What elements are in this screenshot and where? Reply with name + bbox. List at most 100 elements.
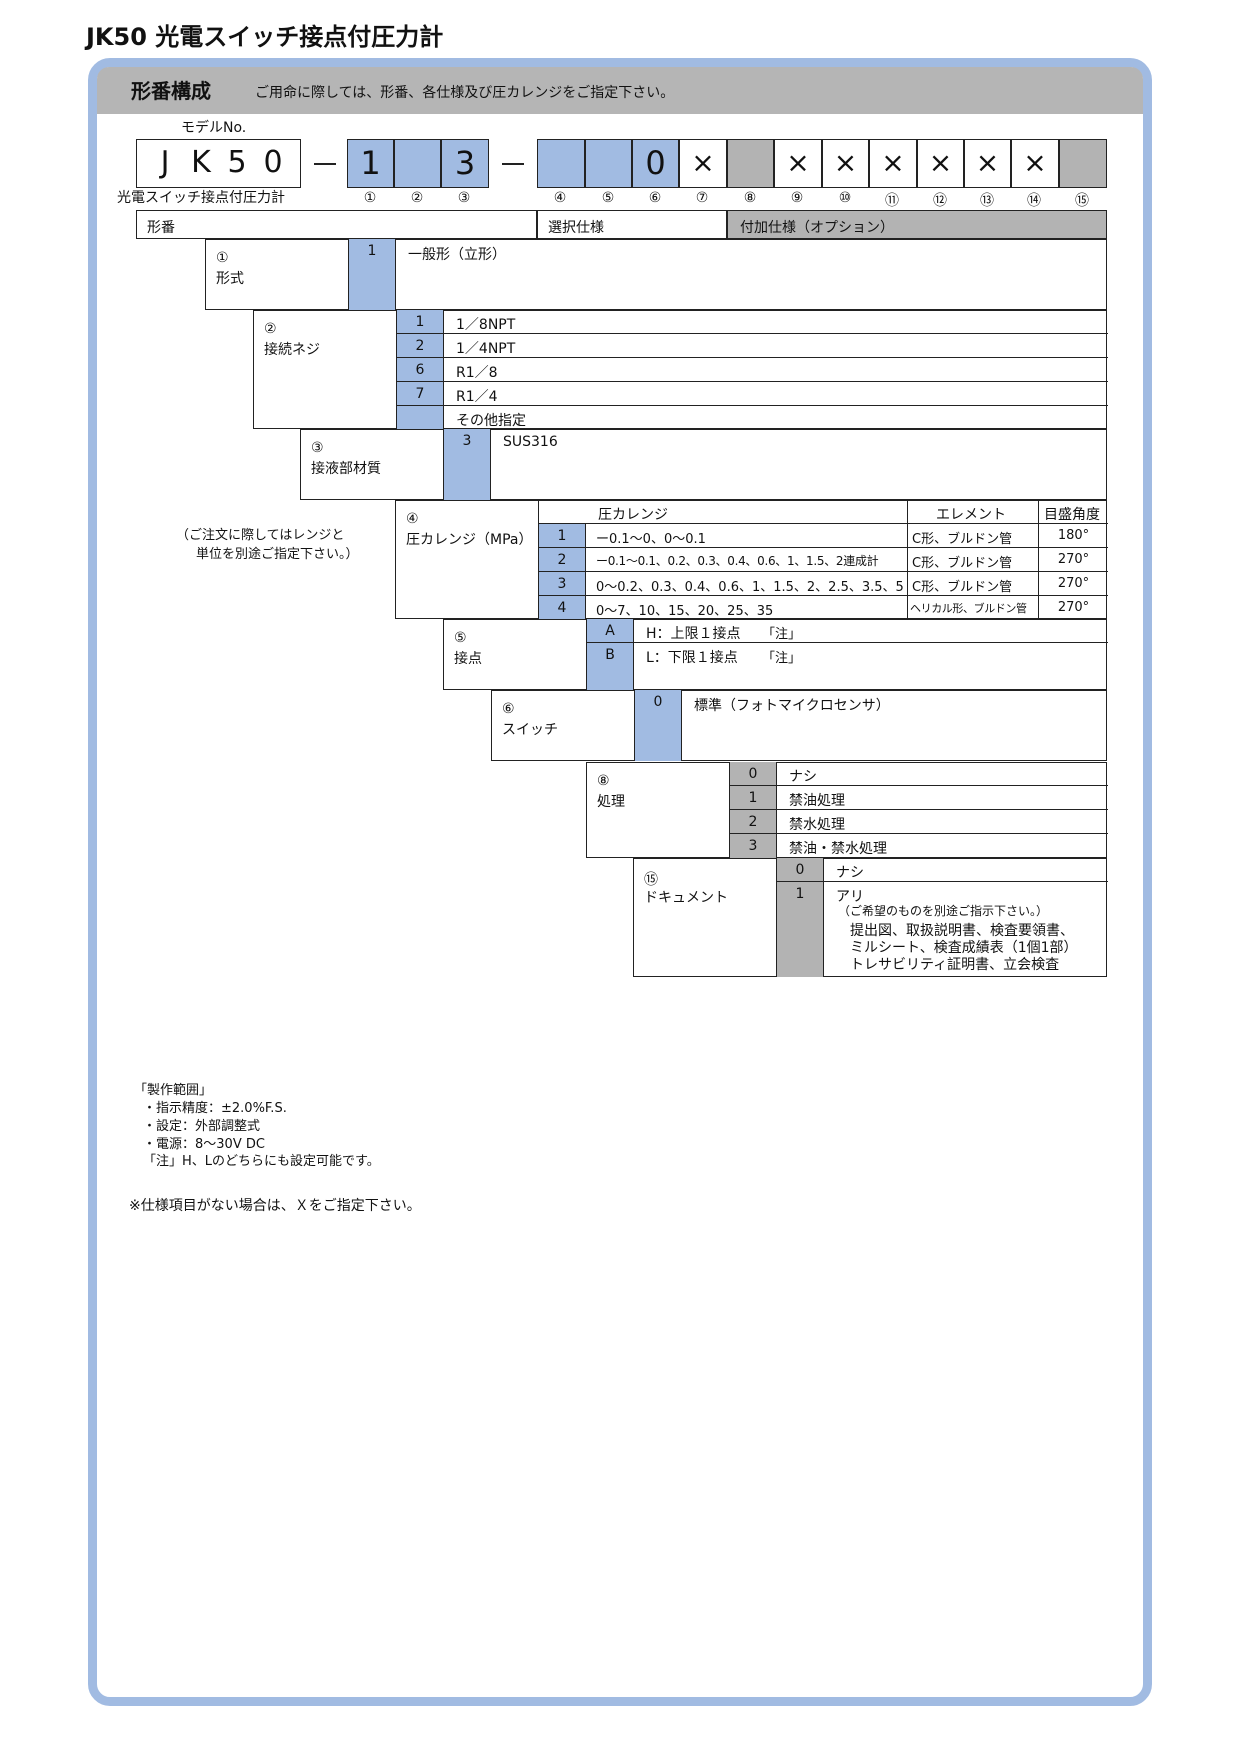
row-divider — [729, 809, 1108, 810]
option-text: 1／4NPT — [456, 341, 516, 357]
angle-text: 180° — [1057, 528, 1090, 543]
code-column — [396, 310, 444, 429]
footnote-chu: 「注」H、Lのどちらにも設定可能です。 — [143, 1154, 380, 1169]
row-divider — [538, 595, 1108, 596]
digit-box-1: 1 — [347, 139, 394, 188]
digit-box-9: × — [774, 139, 822, 188]
model-base-char: 0 — [263, 145, 283, 180]
angle-text: 270° — [1057, 600, 1090, 615]
position-number: ⑭ — [1027, 193, 1041, 209]
position-number: ⑨ — [790, 190, 804, 206]
section-1: ① 形式 1 一般形（立形） — [205, 239, 1107, 310]
option-code: 1 — [415, 314, 425, 330]
model-base-char: J — [160, 145, 170, 180]
option-code: 7 — [415, 386, 425, 402]
option-code: 2 — [557, 552, 567, 568]
footnote-x-note: ※仕様項目がない場合は、Ｘをご指定下さい。 — [129, 1198, 421, 1214]
group-kataban-label: 形番 — [147, 220, 175, 236]
position-number: ⑬ — [980, 193, 994, 209]
code-column: 1 — [348, 239, 396, 310]
position-number: ② — [410, 190, 424, 206]
option-text: 禁油処理 — [789, 793, 845, 809]
section-number: ① — [216, 250, 229, 266]
position-number: ⑪ — [885, 193, 899, 209]
option-text: ナシ — [789, 769, 817, 785]
position-number: ⑫ — [933, 193, 947, 209]
angle-text: 270° — [1057, 576, 1090, 591]
option-text: 禁水処理 — [789, 817, 845, 833]
model-base-box: J K 5 0 — [136, 139, 301, 188]
option-code: B — [605, 647, 615, 663]
option-code: 1 — [557, 528, 567, 544]
option-text: 一般形（立形） — [408, 247, 506, 263]
row-divider — [396, 405, 1108, 406]
section-4: ④ 圧カレンジ（MPa） 圧カレンジ エレメント 目盛角度 1 ー0.1～0、0… — [395, 500, 1108, 619]
range-text: 0～0.2、0.3、0.4、0.6、1、1.5、2、2.5、3.5、5 — [596, 580, 904, 595]
range-text: 0～7、10、15、20、25、35 — [596, 604, 774, 619]
element-text: ヘリカル形、ブルドン管 — [910, 602, 1027, 615]
section-number: ⑥ — [502, 701, 515, 717]
row-divider — [396, 333, 1108, 334]
option-text: H：上限１接点 — [646, 626, 741, 642]
option-code: 3 — [557, 576, 567, 592]
element-text: C形、ブルドン管 — [912, 532, 1013, 547]
position-number: ① — [363, 190, 377, 206]
footnote-item: ・設定：外部調整式 — [143, 1119, 261, 1134]
row-divider — [538, 571, 1108, 572]
digit-box-11: × — [869, 139, 917, 188]
option-text: ナシ — [836, 865, 864, 881]
document-note: （ご希望のものを別途ご指示下さい。） — [838, 904, 1049, 918]
section-name: 圧カレンジ（MPa） — [406, 532, 533, 548]
code-column: 0 — [634, 690, 682, 761]
digit-box-10: × — [822, 139, 869, 188]
row-divider — [396, 381, 1108, 382]
position-number: ⑤ — [601, 190, 615, 206]
row-divider — [776, 881, 1108, 882]
position-number: ④ — [553, 190, 567, 206]
row-divider — [729, 785, 1108, 786]
option-code: 2 — [748, 814, 758, 830]
option-note: 「注」 — [762, 627, 802, 642]
section-name: 処理 — [597, 794, 625, 810]
group-kataban: 形番 — [136, 210, 537, 239]
model-dash — [314, 163, 336, 165]
digit-box-15 — [1059, 139, 1107, 188]
option-code: 2 — [415, 338, 425, 354]
section-number: ③ — [311, 440, 324, 456]
model-base-char: 5 — [227, 145, 247, 180]
row-divider — [538, 523, 1108, 524]
content-frame — [88, 58, 1152, 1706]
group-selection: 選択仕様 — [537, 210, 727, 239]
group-selection-label: 選択仕様 — [548, 220, 604, 236]
range-text: ー0.1～0、0～0.1 — [596, 532, 706, 547]
option-code: 0 — [748, 766, 758, 782]
row-divider — [586, 642, 1108, 643]
digit-box-12: × — [917, 139, 964, 188]
digit-box-14: × — [1011, 139, 1059, 188]
section-name: スイッチ — [502, 722, 558, 738]
section-name: 接液部材質 — [311, 461, 381, 477]
section-number: ⑤ — [454, 630, 467, 646]
position-number: ⑧ — [743, 190, 757, 206]
section-number: ④ — [406, 511, 419, 527]
document-line: ミルシート、検査成績表（1個1部） — [850, 940, 1078, 956]
code-column — [776, 858, 824, 977]
model-dash — [502, 163, 524, 165]
position-number: ⑥ — [648, 190, 662, 206]
row-divider — [538, 547, 1108, 548]
section-number: ② — [264, 321, 277, 337]
section-note: ご用命に際しては、形番、各仕様及び圧カレンジをご指定下さい。 — [255, 85, 675, 101]
option-code: 6 — [415, 362, 425, 378]
element-text: C形、ブルドン管 — [912, 580, 1013, 595]
code-column: 3 — [443, 429, 491, 500]
option-text: R1／4 — [456, 389, 498, 405]
row-divider — [729, 833, 1108, 834]
option-text: 禁油・禁水処理 — [789, 841, 887, 857]
section-name: 形式 — [216, 271, 244, 287]
section-3: ③ 接液部材質 3 SUS316 — [300, 429, 1107, 500]
option-code: 1 — [367, 243, 377, 259]
code-column — [729, 762, 777, 858]
section-header-bar — [97, 67, 1143, 114]
section-title: 形番構成 — [131, 79, 211, 103]
col-divider — [538, 500, 539, 523]
